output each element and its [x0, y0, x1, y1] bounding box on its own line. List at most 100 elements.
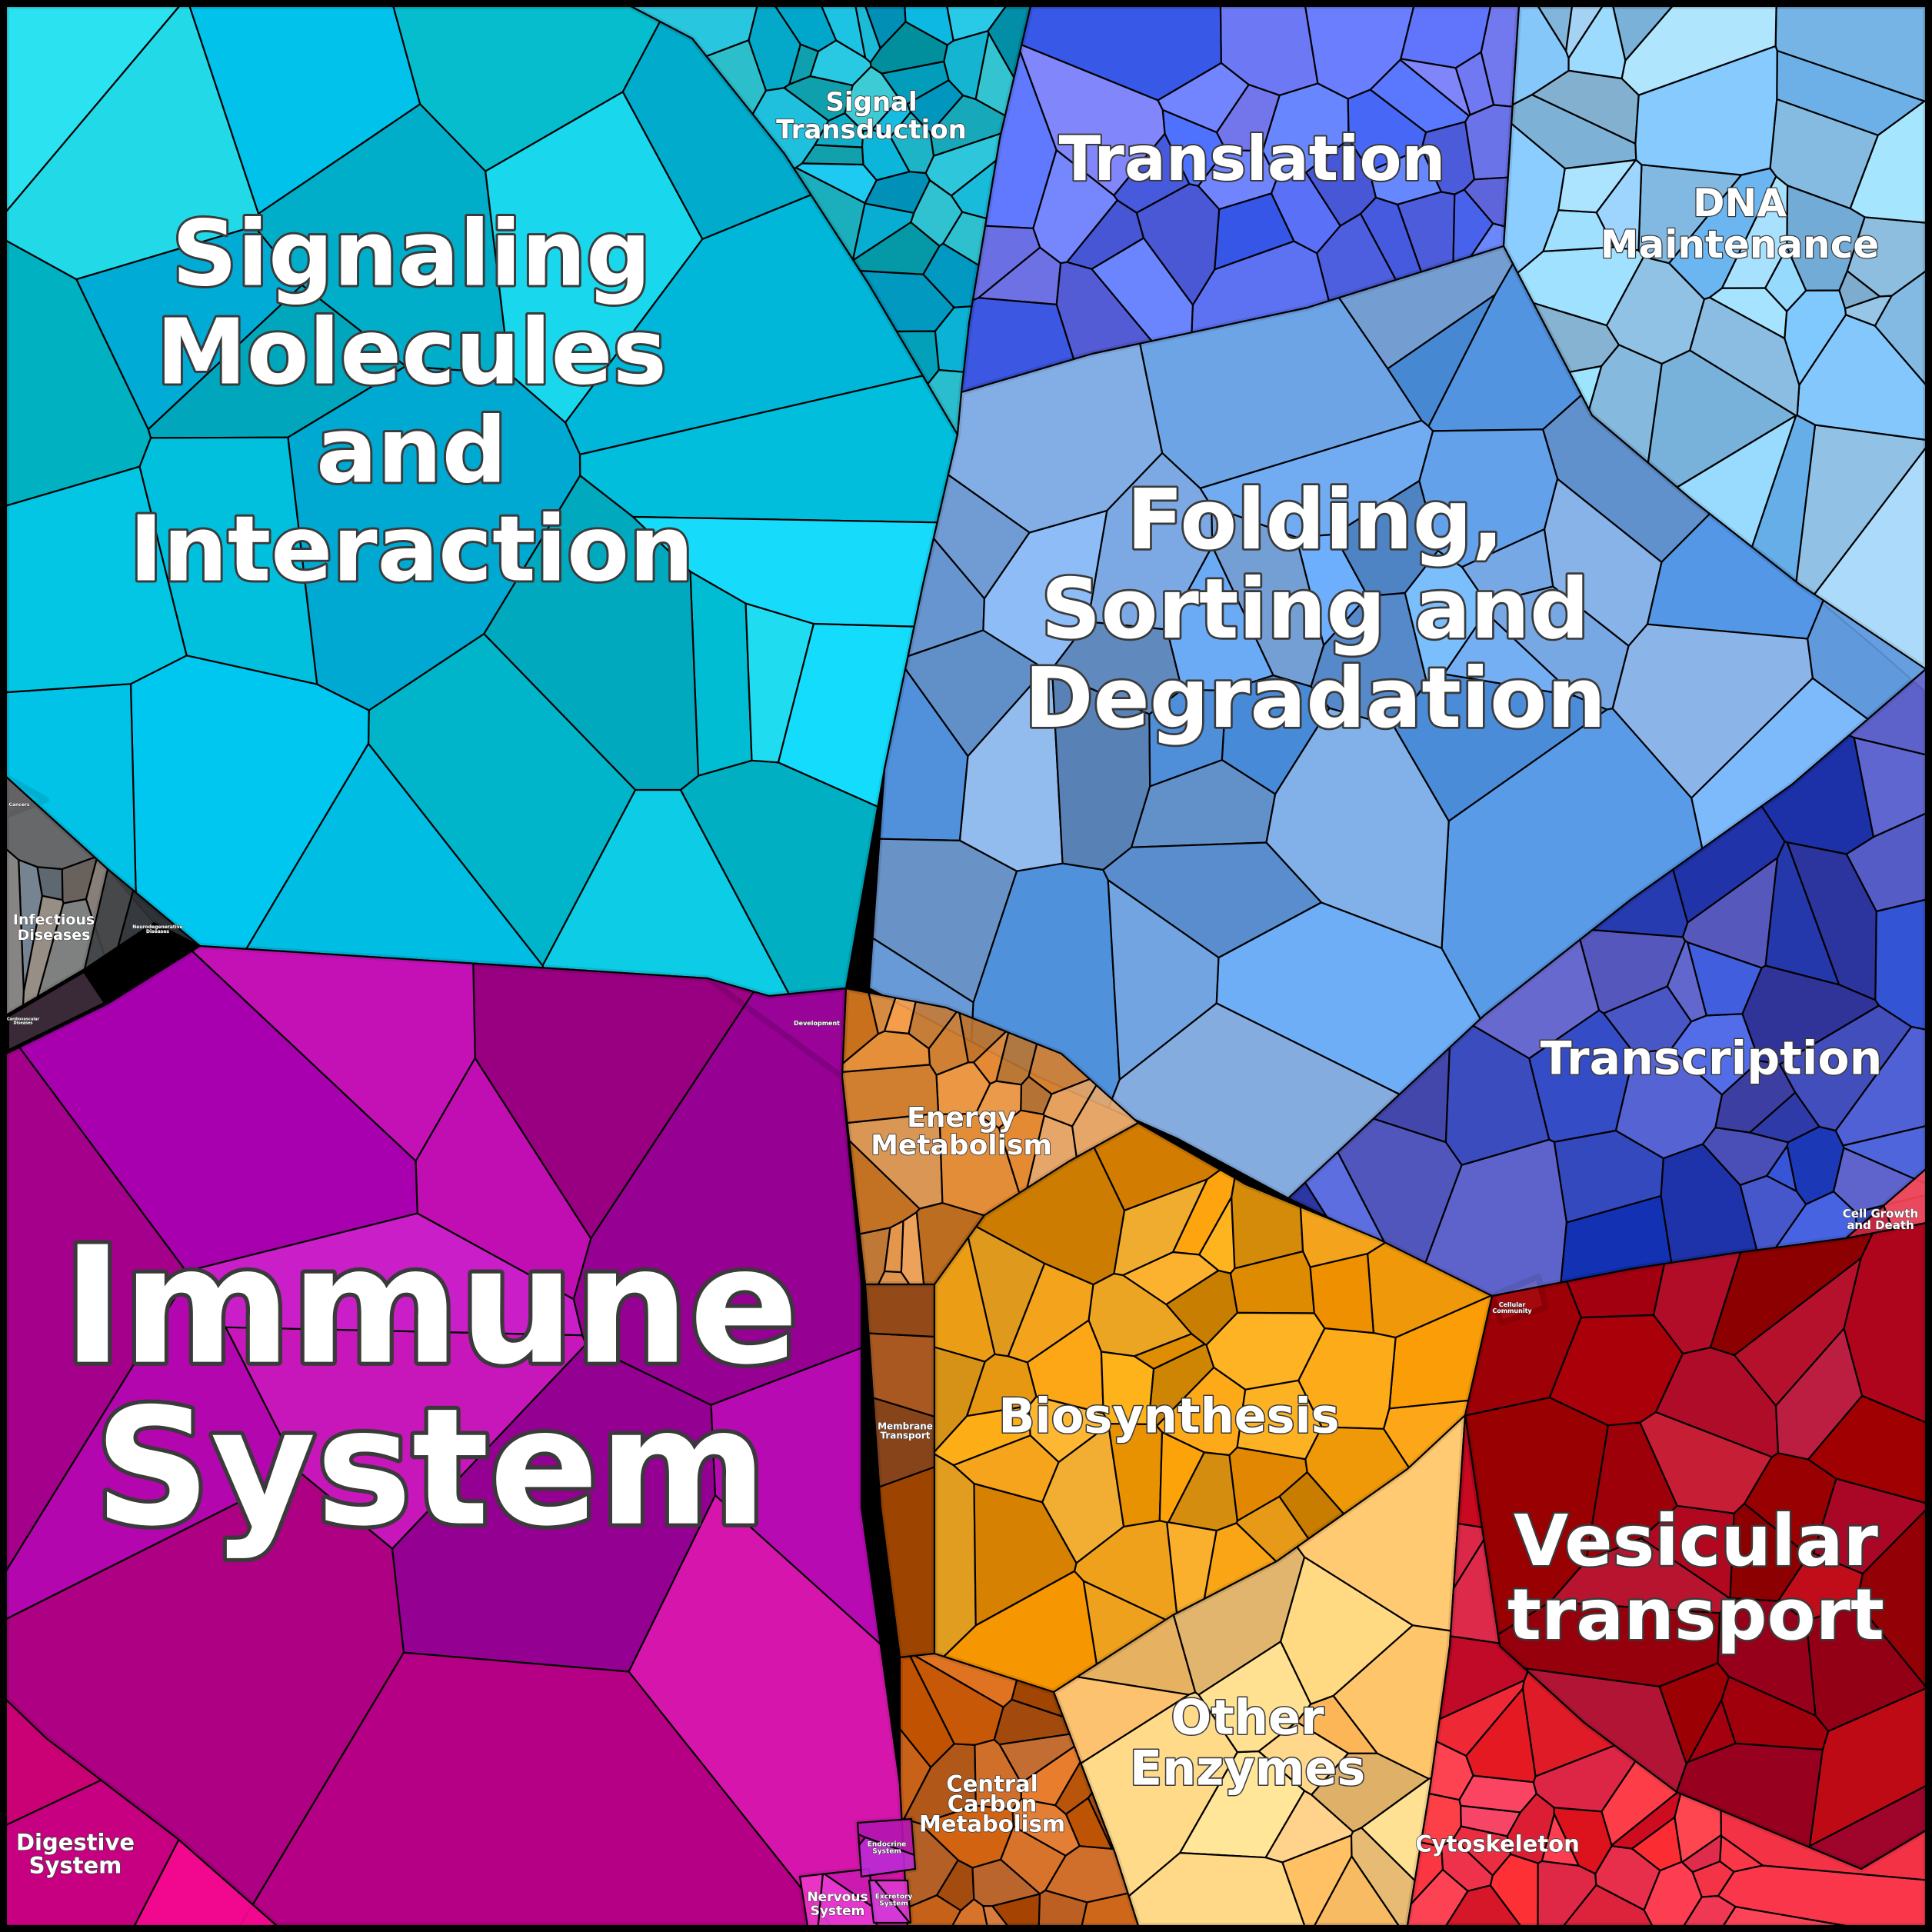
- label-energy-metabolism-line-2: Metabolism: [871, 1130, 1052, 1161]
- subcell-folding-sorting: [947, 342, 1164, 534]
- label-immune-system-line-2: System: [95, 1374, 768, 1562]
- subcell-translation: [1113, 132, 1191, 214]
- label-endocrine-system-line-1: Endocrine: [868, 1841, 907, 1849]
- label-development-line-1: Development: [794, 1020, 840, 1027]
- label-neurodegenerative-line-2: Diseases: [146, 929, 169, 934]
- label-dna-maintenance-line-2: Maintenance: [1601, 222, 1880, 267]
- subcell-biosynthesis: [1113, 1178, 1208, 1277]
- label-central-carbon-line-1: Central: [946, 1770, 1038, 1797]
- label-central-carbon-line-2: Carbon: [948, 1790, 1037, 1817]
- subcell-cytoskeleton: [1465, 1687, 1537, 1784]
- label-immune-system-line-1: Immune: [62, 1212, 798, 1401]
- subcell-cytoskeleton: [1457, 1414, 1484, 1528]
- subcell-translation: [1019, 44, 1166, 197]
- label-cardiovascular-line-1: Cardiovascular: [7, 1017, 39, 1021]
- subcell-folding-sorting: [1807, 599, 1927, 721]
- subcell-dna-maintenance: [1720, 175, 1789, 289]
- subcell-energy-metabolism: [868, 991, 897, 1035]
- subcell-neurodegenerative: [117, 889, 202, 948]
- label-endocrine-system-line-2: System: [872, 1848, 901, 1856]
- subcell-signal-transduction: [794, 162, 878, 205]
- label-cell-growth-line-1: Cell Growth: [1843, 1207, 1918, 1221]
- subcell-cytoskeleton: [1438, 1635, 1529, 1720]
- subcell-signal-transduction: [801, 144, 864, 166]
- subcell-folding-sorting: [1387, 294, 1497, 428]
- label-digestive-system-line-1: Digestive: [16, 1829, 135, 1855]
- label-digestive-system-line-2: System: [29, 1852, 122, 1878]
- subcell-cell-growth: [1844, 1204, 1894, 1240]
- subcell-transcription: [1528, 1009, 1635, 1143]
- subcell-signal-transduction: [851, 202, 915, 261]
- label-cellular-community-line-2: Community: [1492, 1307, 1532, 1314]
- subcell-transcription: [1741, 964, 1880, 1065]
- label-energy-metabolism-line-1: Energy: [907, 1102, 1016, 1134]
- label-infectious-diseases-line-1: Infectious: [13, 911, 95, 928]
- subcell-translation: [1197, 149, 1277, 211]
- subcell-signaling-molecules: [253, 103, 511, 375]
- subcell-immune-system: [415, 1057, 592, 1301]
- subcell-vesicular-transport: [1717, 1597, 1817, 1717]
- sub-cells: [5, 5, 1927, 1927]
- subcell-cytoskeleton: [1719, 1835, 1764, 1873]
- subcell-transcription: [1672, 805, 1786, 924]
- label-central-carbon-line-3: Metabolism: [919, 1810, 1065, 1837]
- subcell-membrane-transport: [864, 1283, 936, 1338]
- subcell-signal-transduction: [705, 39, 768, 115]
- subcell-signaling-molecules: [138, 436, 318, 685]
- subcell-biosynthesis: [933, 1404, 1031, 1467]
- subcell-central-carbon: [998, 1733, 1076, 1784]
- label-infectious-diseases-line-2: Diseases: [18, 927, 91, 944]
- label-vesicular-transport-line-2: transport: [1507, 1574, 1884, 1656]
- label-folding-sorting-line-1: Folding,: [1127, 472, 1504, 568]
- label-membrane-transport-line-2: Transport: [880, 1430, 930, 1441]
- label-dna-maintenance-line-1: DNA: [1693, 181, 1787, 225]
- subcell-excretory-system: [874, 1879, 912, 1924]
- label-excretory-system-line-1: Excretory: [875, 1894, 913, 1901]
- label-other-enzymes-line-2: Enzymes: [1130, 1740, 1366, 1796]
- subcell-other-enzymes: [1198, 1641, 1312, 1754]
- label-cytoskeleton-line-1: Cytoskeleton: [1415, 1830, 1579, 1857]
- subcell-cytoskeleton: [1420, 1792, 1462, 1847]
- subcell-biosynthesis: [1198, 1196, 1236, 1274]
- subcell-central-carbon: [914, 1652, 1018, 1708]
- subcell-cytoskeleton: [1683, 1895, 1737, 1927]
- subcell-biosynthesis: [1133, 1333, 1206, 1370]
- label-nervous-system-line-1: Nervous: [807, 1890, 868, 1905]
- subcell-central-carbon: [935, 1859, 975, 1912]
- region-labels: SignalingMoleculesandInteractionSignalTr…: [7, 86, 1919, 1919]
- subcell-biosynthesis: [966, 1353, 1038, 1417]
- subcell-immune-system: [710, 1347, 881, 1645]
- label-signaling-molecules-line-4: Interaction: [129, 496, 694, 602]
- subcell-signal-transduction: [881, 60, 950, 105]
- subcell-central-carbon: [898, 1655, 955, 1768]
- label-signaling-molecules-line-2: Molecules: [156, 299, 667, 405]
- label-signal-transduction-line-1: Signal: [825, 87, 917, 118]
- subcell-immune-system: [191, 944, 476, 1162]
- label-folding-sorting-line-3: Degradation: [1024, 651, 1606, 747]
- subcell-cytoskeleton: [1631, 1816, 1683, 1872]
- subcell-translation: [1464, 104, 1514, 181]
- subcell-translation: [971, 225, 1041, 301]
- subcell-biosynthesis: [1205, 1311, 1326, 1391]
- subcell-central-carbon: [971, 1858, 1041, 1907]
- subcell-folding-sorting: [1310, 591, 1428, 728]
- label-membrane-transport-line-1: Membrane: [878, 1421, 933, 1431]
- label-translation-line-1: Translation: [1059, 123, 1446, 195]
- label-nervous-system-line-2: System: [811, 1904, 865, 1919]
- label-cardiovascular-line-2: Diseases: [14, 1021, 33, 1025]
- subcell-biosynthesis: [1168, 1451, 1238, 1532]
- label-excretory-system-line-2: System: [879, 1900, 908, 1908]
- label-cellular-community-line-1: Cellular: [1499, 1301, 1526, 1308]
- label-cell-growth-line-2: and Death: [1847, 1218, 1914, 1232]
- subcell-energy-metabolism: [841, 1064, 940, 1124]
- label-biosynthesis-line-1: Biosynthesis: [998, 1387, 1339, 1444]
- subcell-folding-sorting: [1461, 528, 1554, 605]
- subcell-dna-maintenance: [1668, 167, 1777, 301]
- subcell-endocrine-system: [858, 1836, 917, 1878]
- label-signaling-molecules-line-3: and: [316, 398, 507, 504]
- subcell-translation: [1454, 51, 1495, 116]
- subcell-folding-sorting: [1166, 545, 1274, 691]
- label-signal-transduction-line-2: Transduction: [776, 115, 967, 145]
- subcell-dna-maintenance: [1786, 185, 1866, 291]
